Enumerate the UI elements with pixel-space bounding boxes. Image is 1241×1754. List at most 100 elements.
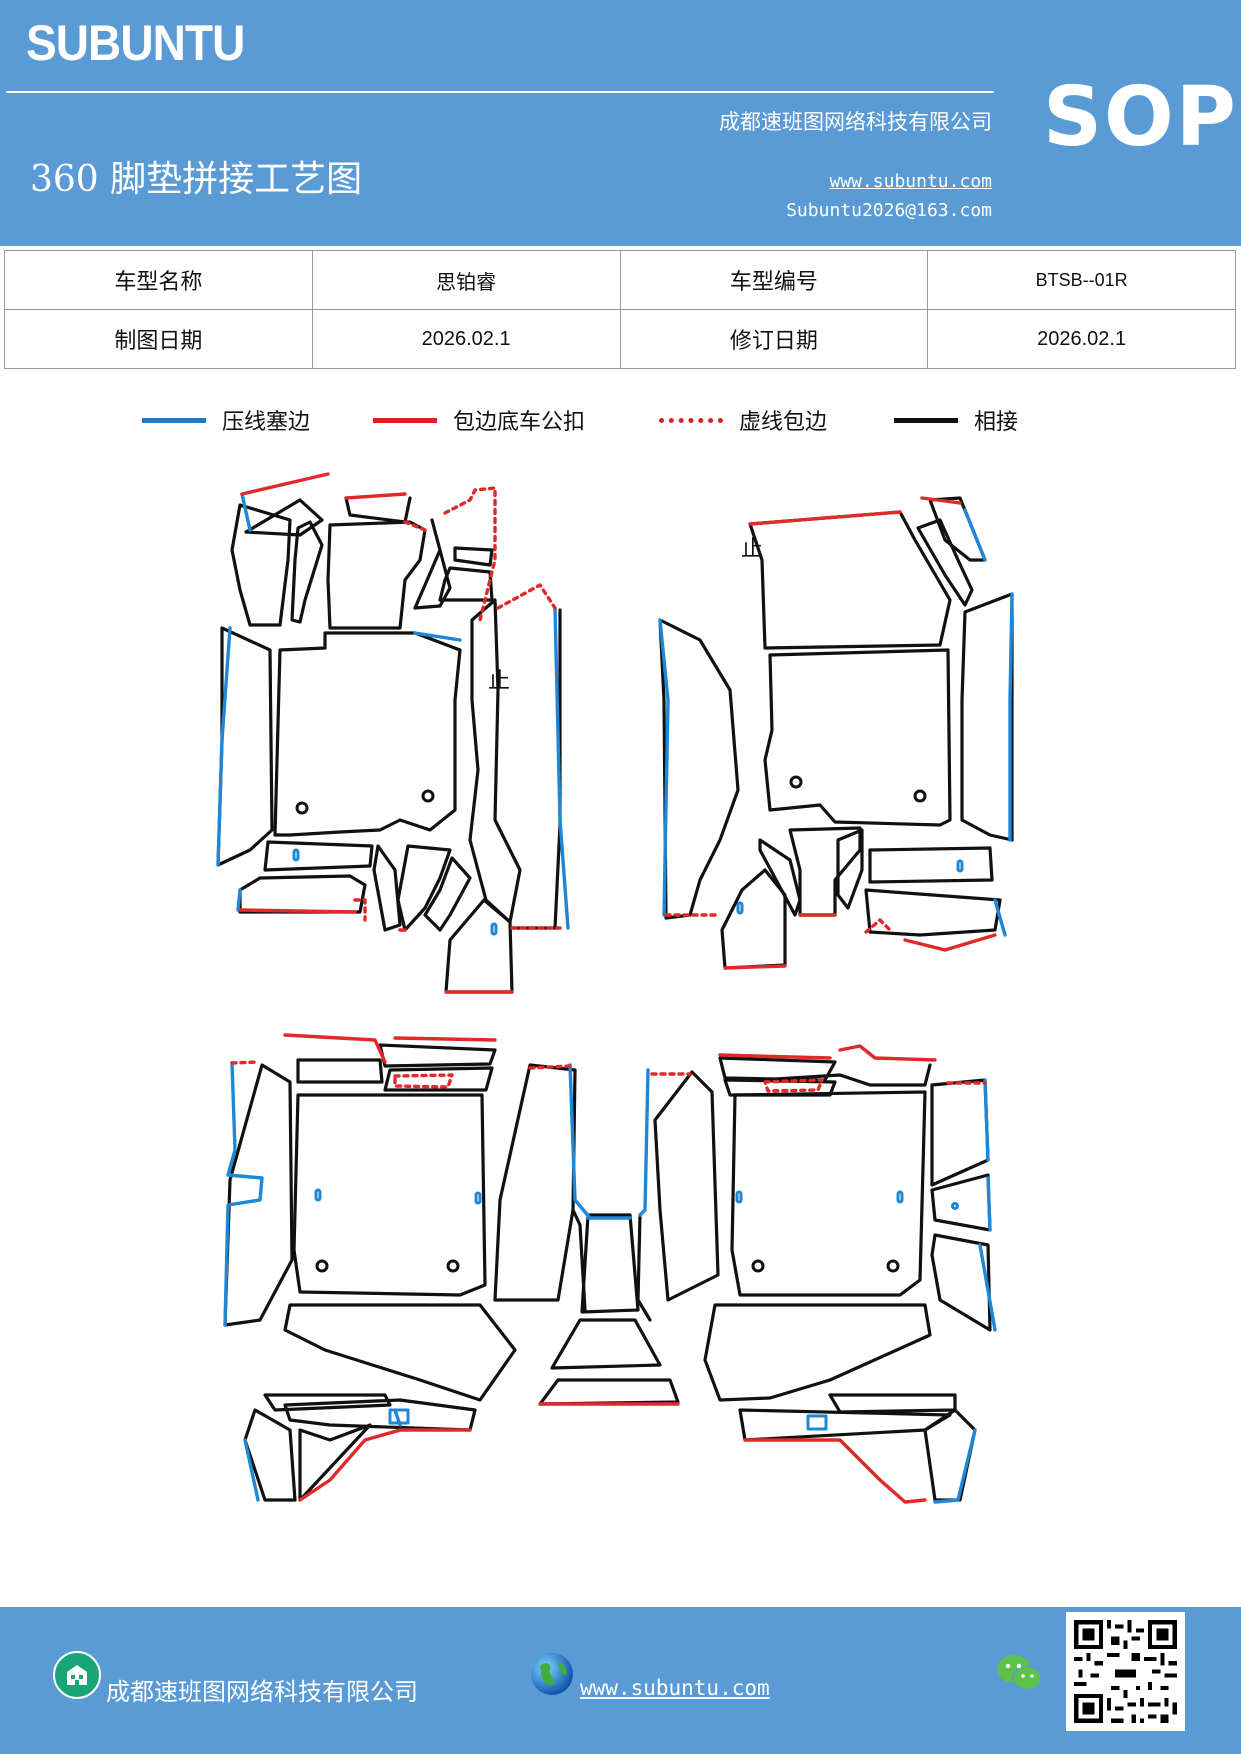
footer-website-link[interactable]: www.subuntu.com xyxy=(580,1676,770,1700)
label-model-code: 车型编号 xyxy=(619,250,929,310)
globe-icon xyxy=(531,1653,573,1695)
mat-piece xyxy=(928,496,987,562)
edge-press xyxy=(986,1176,992,1232)
mat-piece xyxy=(718,1056,837,1082)
clip-slot xyxy=(806,1414,828,1431)
mat-piece xyxy=(828,1393,957,1414)
qr-code-image xyxy=(1066,1612,1185,1731)
mat-hole xyxy=(886,1259,900,1273)
edge-press xyxy=(568,1063,592,1220)
brand-logo: SUBUNTU xyxy=(26,15,245,71)
header-email: Subuntu2026@163.com xyxy=(786,200,992,221)
label-draw-date: 制图日期 xyxy=(4,309,313,369)
clip-dot xyxy=(951,1202,959,1210)
legend-label: 虚线包边 xyxy=(739,410,828,435)
mat-piece xyxy=(438,566,494,602)
mat-hole xyxy=(751,1259,765,1273)
mat-piece xyxy=(738,1408,952,1442)
page-title: 360 脚垫拼接工艺图 xyxy=(30,159,363,200)
mat-piece xyxy=(730,1090,927,1297)
mat-piece xyxy=(758,838,802,917)
mat-piece xyxy=(372,844,402,932)
clip-slot xyxy=(490,922,498,936)
mat-piece xyxy=(230,503,292,627)
edge-press xyxy=(243,1438,260,1502)
edge-wrap xyxy=(718,1053,832,1060)
header-banner xyxy=(0,0,1241,246)
edge-wrap xyxy=(283,1033,387,1064)
mat-piece xyxy=(930,1078,990,1187)
edge-wrap xyxy=(743,1438,927,1504)
clip-slot xyxy=(735,1190,743,1204)
mat-hole xyxy=(421,789,435,803)
edge-wrap xyxy=(240,472,330,496)
footer-company: 成都速班图网络科技有限公司 xyxy=(106,1678,418,1706)
legend-swatch-black xyxy=(894,417,958,423)
legend-label: 包边底车公扣 xyxy=(453,410,586,435)
mat-piece xyxy=(383,1066,494,1092)
mat-piece xyxy=(263,840,374,872)
table-row: 车型名称 思铂睿 车型编号 BTSB--01R xyxy=(4,250,1236,310)
stop-mark: 止 xyxy=(741,537,763,562)
value-revise-date: 2026.02.1 xyxy=(927,309,1236,369)
table-row: 制图日期 2026.02.1 修订日期 2026.02.1 xyxy=(4,309,1236,369)
edge-dotted xyxy=(353,898,367,922)
mat-piece xyxy=(916,518,974,607)
mat-piece xyxy=(703,1303,932,1402)
legend-label: 压线塞边 xyxy=(222,410,311,435)
mat-piece xyxy=(423,856,472,932)
edge-press xyxy=(216,626,232,867)
building-icon xyxy=(53,1651,101,1699)
mat-piece xyxy=(493,1063,577,1302)
edge-press xyxy=(983,1078,990,1162)
mat-piece xyxy=(263,1393,392,1412)
edge-wrap xyxy=(903,933,997,952)
mat-piece xyxy=(868,846,994,884)
value-model-name: 思铂睿 xyxy=(311,250,621,310)
mat-piece xyxy=(864,888,1002,937)
edge-wrap xyxy=(344,492,407,500)
qr-code xyxy=(1066,1612,1185,1731)
mat-piece xyxy=(653,1070,720,1302)
mat-piece xyxy=(453,546,494,567)
edge-dotted xyxy=(393,1073,454,1089)
legend-label: 相接 xyxy=(974,410,1019,435)
mat-hole xyxy=(446,1259,460,1273)
value-model-code: BTSB--01R xyxy=(927,250,1236,310)
clip-slot xyxy=(736,901,744,915)
edge-press xyxy=(240,492,252,532)
edge-wrap xyxy=(298,1428,472,1502)
mat-piece xyxy=(290,520,324,624)
mat-piece xyxy=(748,510,952,650)
mat-piece xyxy=(658,618,740,920)
mat-hole xyxy=(913,789,927,803)
mat-piece xyxy=(636,1213,652,1322)
edge-wrap xyxy=(723,964,787,970)
edge-wrap xyxy=(838,1044,937,1062)
mat-piece xyxy=(720,868,787,970)
header-website-link[interactable]: www.subuntu.com xyxy=(829,171,992,192)
edge-dotted xyxy=(763,1078,824,1093)
edge-press xyxy=(993,898,1007,937)
legend-item-press: 压线塞边 xyxy=(142,404,310,436)
mat-piece xyxy=(298,1423,372,1502)
edge-press xyxy=(223,1061,264,1327)
mat-piece xyxy=(326,520,427,630)
mat-hole xyxy=(295,801,309,815)
clip-slot xyxy=(314,1188,322,1202)
mat-piece xyxy=(273,631,462,837)
legend-swatch-red-dotted xyxy=(659,417,723,423)
value-draw-date: 2026.02.1 xyxy=(311,309,621,369)
edge-wrap xyxy=(393,1036,497,1042)
wechat-icon[interactable] xyxy=(995,1651,1043,1695)
edge-wrap xyxy=(748,510,902,526)
edge-dotted xyxy=(496,583,557,610)
clip-slot xyxy=(474,1191,482,1205)
clip-slot xyxy=(896,1190,904,1204)
mat-piece xyxy=(444,898,514,994)
mat-piece xyxy=(960,592,1014,842)
mat-piece xyxy=(292,1093,487,1297)
mat-piece xyxy=(296,1058,384,1084)
mat-piece xyxy=(930,1233,992,1332)
